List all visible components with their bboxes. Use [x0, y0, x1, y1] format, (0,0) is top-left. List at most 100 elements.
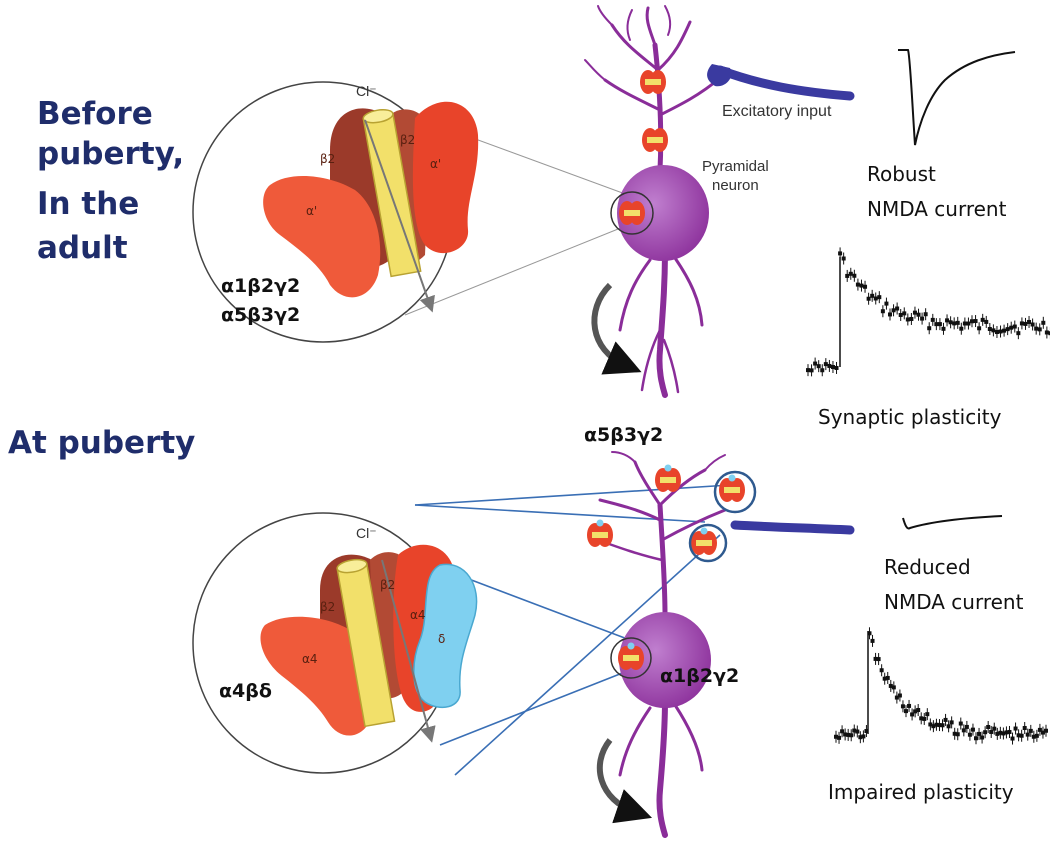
synaptic-plasticity-point [1048, 331, 1050, 336]
impaired-plasticity-point [897, 693, 902, 698]
synaptic-plasticity-point [841, 256, 846, 261]
impaired-plasticity-point [1013, 726, 1018, 731]
bottom-subunit-label-5: δ [438, 632, 446, 646]
synaptic-plasticity-point [834, 365, 839, 370]
impaired-plasticity-point [861, 734, 866, 739]
top-subunit-label-1: β2 [320, 152, 336, 166]
bottom-highlight-dendrite-2 [688, 523, 728, 563]
impaired-plasticity-point [977, 731, 982, 736]
synaptic-plasticity-point [848, 271, 853, 276]
synaptic-plasticity-point [809, 368, 814, 373]
synaptic-plasticity-point [870, 293, 875, 298]
neuron-name-line-1: Pyramidal [702, 158, 769, 175]
synaptic-plasticity-point [920, 316, 925, 321]
synaptic-plasticity-point [852, 273, 857, 278]
impaired-plasticity-point [843, 732, 848, 737]
top-alpha-left [263, 175, 381, 298]
bottom-receptor-glyph-1 [655, 464, 681, 492]
impaired-plasticity-point [964, 724, 969, 729]
bottom-zoom-line-5 [439, 669, 631, 746]
impaired-plasticity-point [837, 735, 842, 740]
synaptic-plasticity-point [1027, 319, 1032, 324]
impaired-plasticity-point [946, 724, 951, 729]
impaired-plasticity-point [949, 720, 954, 725]
impaired-plasticity-point [891, 685, 896, 690]
synaptic-plasticity-point [1019, 321, 1024, 326]
bottom-receptor-glyph-2 [719, 474, 745, 502]
top-inhibition-arrow [591, 282, 642, 375]
synaptic-plasticity-point [863, 284, 868, 289]
excitatory-input-label: Excitatory input [722, 103, 832, 120]
synaptic-plasticity-point [806, 368, 810, 373]
synaptic-plasticity-point [909, 316, 914, 321]
synaptic-plasticity-point [923, 312, 928, 317]
impaired-plasticity-point [1037, 727, 1042, 732]
bottom-subunit-label-3: α4 [410, 608, 426, 622]
impaired-plasticity-point [846, 732, 851, 737]
synaptic-plasticity-point [998, 329, 1003, 334]
synaptic-plasticity-point [1002, 328, 1007, 333]
bottom-neuron [596, 451, 727, 838]
top-receptor-type-1: α1β2γ2 [221, 275, 301, 297]
synaptic-plasticity-point [1044, 330, 1049, 335]
impaired-plasticity-point [1010, 736, 1015, 741]
bottom-subunit-label-2: β2 [380, 578, 396, 592]
bottom-delta [413, 563, 478, 709]
synaptic-plasticity-point [855, 282, 860, 287]
synaptic-plasticity-point [945, 318, 950, 323]
synaptic-plasticity-point [1009, 325, 1014, 330]
bottom-receptor-glyph-3 [587, 519, 613, 547]
bottom-inhibition-arrow [596, 738, 653, 824]
synaptic-plasticity-point [987, 326, 992, 331]
top-receptor-glyph-3 [619, 201, 645, 225]
outcome-robust-line-2: NMDA current [867, 197, 1007, 221]
bottom-receptor-zoom [192, 484, 731, 776]
impaired-plasticity-point [940, 723, 945, 728]
stage-before-line-4: adult [37, 230, 128, 266]
impaired-plasticity-point [928, 722, 933, 727]
synaptic-plasticity-point [962, 321, 967, 326]
synaptic-plasticity-point [959, 326, 964, 331]
impaired-plasticity-point [888, 683, 893, 688]
synaptic-plasticity-point [891, 308, 896, 313]
bottom-somatic-receptor-label: α1β2γ2 [660, 665, 740, 687]
impaired-plasticity-point [858, 735, 863, 740]
impaired-plasticity-point [1025, 732, 1030, 737]
synaptic-plasticity-point [991, 328, 996, 333]
synaptic-plasticity-point [912, 310, 917, 315]
top-receptor-glyph-1 [640, 70, 666, 94]
impaired-plasticity-point [849, 733, 854, 738]
impaired-plasticity-point [974, 736, 978, 741]
bottom-dendritic-receptor-label: α5β3γ2 [584, 424, 664, 446]
synaptic-plasticity-point [877, 295, 882, 300]
impaired-plasticity-point [1034, 733, 1039, 738]
impaired-plasticity-point [919, 716, 924, 721]
top-zoom-line-lower [404, 224, 629, 316]
bottom-ion-arrow [381, 559, 436, 743]
impaired-plasticity-point [840, 729, 845, 734]
bottom-soma [619, 612, 711, 708]
impaired-plasticity-point [882, 676, 887, 681]
impaired-plasticity-point [980, 735, 985, 740]
synaptic-plasticity-point [1012, 324, 1017, 329]
synaptic-plasticity-point [955, 320, 960, 325]
synaptic-plasticity-point [880, 309, 885, 314]
synaptic-plasticity-point [994, 329, 999, 334]
impaired-plasticity-point [958, 721, 963, 726]
impaired-plasticity-point [986, 724, 991, 729]
impaired-plasticity-point [967, 732, 972, 737]
impaired-plasticity-point [879, 668, 884, 673]
trace-impaired-plasticity [834, 627, 1048, 745]
trace-reduced-nmda [902, 515, 1003, 530]
top-receptor-glyph-2 [642, 128, 668, 152]
impaired-plasticity-point [904, 709, 908, 714]
impaired-plasticity-point [952, 731, 957, 736]
trace-robust-nmda [898, 49, 1016, 146]
outcome-reduced-line-1: Reduced [884, 555, 971, 579]
synaptic-plasticity-point [1005, 327, 1010, 332]
impaired-plasticity-point [864, 729, 869, 734]
top-subunit-label-4: α' [306, 204, 318, 218]
impaired-plasticity-point [1007, 729, 1012, 734]
bottom-zoom-line-3 [444, 569, 631, 641]
